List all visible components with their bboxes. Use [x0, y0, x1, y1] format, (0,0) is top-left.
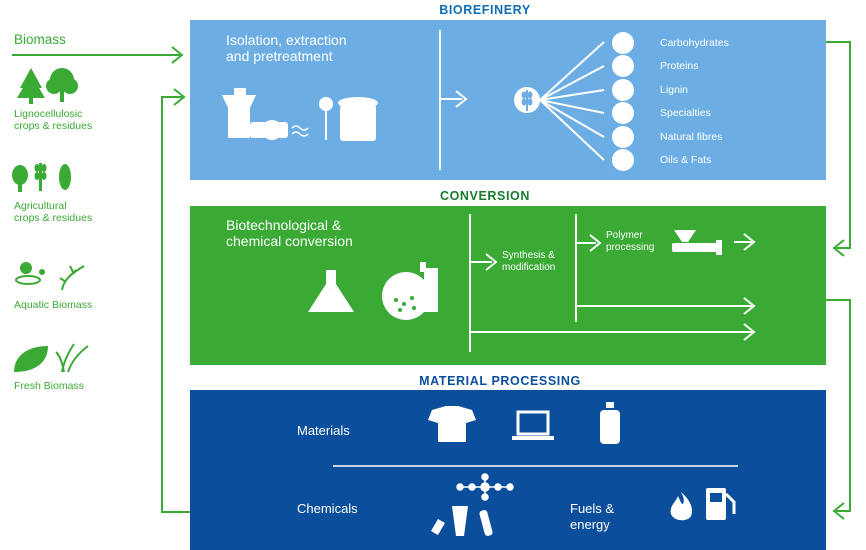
biorefinery-flow	[439, 30, 605, 170]
right-loop-to-conversion	[826, 41, 851, 257]
material-processing-panel	[190, 390, 826, 550]
algae-icon	[15, 262, 85, 291]
laptop-icon	[512, 410, 554, 440]
conversion-panel-label: Biotechnological & chemical conversion	[226, 217, 353, 249]
bottle-icon	[600, 402, 620, 444]
source-label-aquatic: Aquatic Biomass	[14, 299, 92, 311]
product-label: Carbohydrates	[660, 37, 729, 49]
flask-icon	[308, 270, 354, 312]
source-line1: Lignocellulosic	[14, 108, 83, 120]
source-line1: Fresh Biomass	[14, 380, 85, 392]
conversion-panel	[190, 206, 826, 365]
lignin-icon	[612, 79, 634, 101]
molecule-icon	[456, 473, 514, 501]
product-label: Proteins	[660, 60, 699, 72]
oils-fats-icon	[612, 149, 634, 171]
extruder-icon	[672, 230, 722, 255]
source-line2: crops & residues	[14, 120, 93, 132]
conversion-label-line1: Biotechnological &	[226, 217, 342, 233]
product-label: Oils & Fats	[660, 154, 712, 166]
carbohydrates-icon	[612, 32, 634, 54]
conversion-title: CONVERSION	[439, 189, 531, 203]
synthesis-line2: modification	[502, 262, 556, 273]
tubes-icon	[431, 506, 493, 536]
grass-icon	[55, 343, 89, 373]
source-line1: Aquatic Biomass	[14, 299, 93, 311]
flame-icon	[670, 492, 692, 521]
chemicals-label: Chemicals	[297, 501, 358, 516]
source-line2: crops & residues	[14, 212, 93, 224]
conversion-label-line2: chemical conversion	[226, 233, 353, 249]
reactor-icon	[382, 262, 438, 320]
synthesis-line1: Synthesis &	[502, 250, 555, 261]
polymer-line2: processing	[606, 242, 655, 253]
product-label: Specialties	[660, 107, 711, 119]
polymer-processing-label: Polymer processing	[606, 230, 654, 254]
product-label: Natural fibres	[660, 131, 723, 143]
waves-icon	[291, 125, 309, 137]
fuel-pump-icon	[706, 488, 736, 520]
wheat-circle-icon	[514, 87, 540, 113]
proteins-icon	[612, 55, 634, 77]
recycle-loop-arrow	[161, 88, 190, 513]
tshirt-icon	[428, 406, 476, 442]
biorefinery-label-line1: Isolation, extraction	[226, 32, 347, 48]
right-loop-to-material	[826, 299, 851, 520]
tree-icon	[17, 68, 45, 104]
source-line1: Agricultural	[14, 200, 67, 212]
specialties-icon	[612, 102, 634, 124]
biorefinery-label-line2: and pretreatment	[226, 48, 333, 64]
pretreatment-equipment-icon	[222, 88, 378, 141]
broadleaf-tree-icon	[46, 68, 78, 102]
leaf-icon	[14, 346, 48, 372]
reactor-bubbles	[394, 296, 416, 312]
biomass-input-arrow	[12, 46, 184, 64]
fuels-line2: energy	[570, 517, 610, 532]
conversion-flow	[469, 214, 756, 352]
source-label-lignocellulosic: Lignocellulosic crops & residues	[14, 108, 92, 132]
synthesis-label: Synthesis & modification	[502, 250, 555, 274]
biorefinery-panel	[190, 20, 826, 180]
natural-fibres-icon	[612, 126, 634, 148]
product-label: Lignin	[660, 84, 689, 96]
material-processing-title: MATERIAL PROCESSING	[419, 374, 581, 388]
source-label-fresh: Fresh Biomass	[14, 380, 84, 392]
agricultural-crops-icon	[12, 163, 71, 192]
biomass-heading: Biomass	[14, 32, 66, 47]
fuels-energy-label: Fuels & energy	[570, 501, 614, 533]
source-label-agricultural: Agricultural crops & residues	[14, 200, 92, 224]
fuels-line1: Fuels &	[570, 501, 615, 516]
biorefinery-title: BIOREFINERY	[439, 3, 531, 17]
polymer-line1: Polymer	[606, 230, 643, 241]
biorefinery-panel-label: Isolation, extraction and pretreatment	[226, 32, 347, 64]
materials-label: Materials	[297, 423, 350, 438]
